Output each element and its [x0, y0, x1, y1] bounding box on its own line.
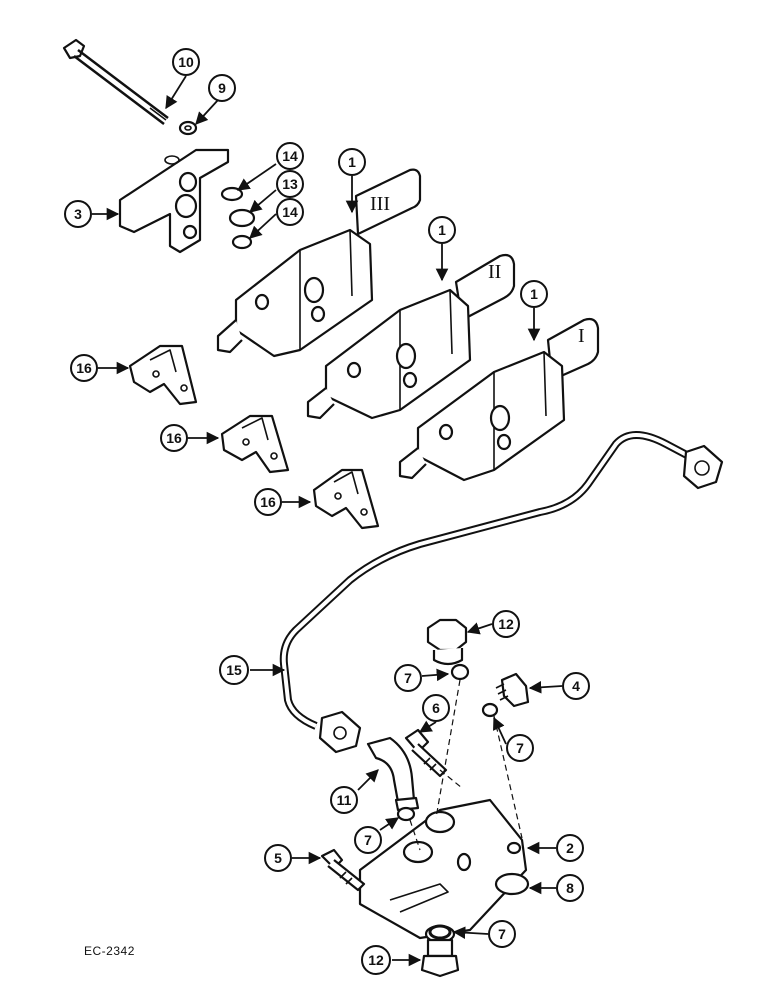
callout-3: 3	[64, 200, 92, 228]
tie-bolt	[62, 38, 169, 125]
callout-7-elbow: 7	[354, 826, 382, 854]
svg-text:4: 4	[572, 678, 580, 694]
svg-text:14: 14	[282, 204, 298, 220]
svg-text:11: 11	[337, 792, 352, 808]
adapter-fitting	[495, 672, 530, 708]
callout-16-b: 16	[160, 424, 188, 452]
elbow-fitting	[366, 736, 420, 812]
callout-7-plug: 7	[394, 664, 422, 692]
o-ring-large	[228, 208, 256, 228]
callout-1-ii: 1	[428, 216, 456, 244]
hydraulic-pipe	[279, 431, 724, 754]
svg-text:14: 14	[282, 148, 298, 164]
o-ring-small-bottom	[231, 234, 253, 250]
callout-14-top: 14	[276, 142, 304, 170]
callout-1-i: 1	[520, 280, 548, 308]
plug-bottom	[420, 938, 460, 978]
svg-text:5: 5	[274, 850, 282, 866]
figure-code: EC-2342	[84, 944, 135, 958]
o-ring-plug-top	[450, 663, 470, 681]
svg-text:16: 16	[76, 360, 92, 376]
svg-text:1: 1	[438, 222, 446, 238]
svg-text:7: 7	[364, 832, 372, 848]
nut	[178, 120, 198, 136]
clevis-bracket-1	[128, 344, 198, 406]
callout-1-iii: 1	[338, 148, 366, 176]
svg-text:16: 16	[260, 494, 276, 510]
callout-16-a: 16	[70, 354, 98, 382]
cap-screw-upper	[404, 728, 448, 778]
callout-10: 10	[172, 48, 200, 76]
roman-numeral-iii: III	[370, 193, 390, 215]
inlet-cover	[358, 798, 528, 944]
clevis-bracket-3	[312, 468, 380, 530]
svg-text:1: 1	[530, 286, 538, 302]
clevis-bracket-2	[220, 414, 290, 474]
roman-numeral-i: I	[578, 325, 585, 347]
callout-7-fitting: 7	[506, 734, 534, 762]
svg-text:7: 7	[404, 670, 412, 686]
svg-text:13: 13	[282, 176, 298, 192]
svg-text:12: 12	[498, 616, 514, 632]
o-ring-fitting	[481, 702, 499, 718]
o-ring-plug-bottom	[428, 924, 452, 940]
end-bracket	[118, 148, 230, 254]
svg-text:7: 7	[498, 926, 506, 942]
o-ring-large-cover	[494, 872, 530, 896]
callout-15: 15	[219, 655, 249, 685]
cap-screw-lower	[320, 848, 366, 892]
callout-5: 5	[264, 844, 292, 872]
valve-section-ii: II	[306, 253, 516, 420]
callout-2: 2	[556, 834, 584, 862]
roman-numeral-ii: II	[488, 261, 501, 283]
callout-16-c: 16	[254, 488, 282, 516]
callout-11: 11	[330, 786, 358, 814]
svg-text:6: 6	[432, 700, 440, 716]
assembly-lines	[409, 679, 523, 851]
leader-lines	[92, 75, 563, 967]
svg-text:2: 2	[566, 840, 574, 856]
callout-14-bottom: 14	[276, 198, 304, 226]
svg-text:8: 8	[566, 880, 574, 896]
svg-text:7: 7	[516, 740, 524, 756]
callout-9: 9	[208, 74, 236, 102]
svg-text:16: 16	[166, 430, 182, 446]
svg-text:12: 12	[368, 952, 384, 968]
callout-4: 4	[562, 672, 590, 700]
valve-section-iii: III	[216, 168, 422, 358]
callout-8: 8	[556, 874, 584, 902]
callout-7-plug-bottom: 7	[488, 920, 516, 948]
valve-section-i: I	[398, 317, 600, 482]
o-ring-small-top	[220, 186, 244, 202]
svg-text:1: 1	[348, 154, 356, 170]
svg-text:9: 9	[218, 80, 226, 96]
svg-text:3: 3	[74, 206, 82, 222]
svg-text:15: 15	[226, 662, 242, 678]
svg-text:10: 10	[178, 54, 194, 70]
callout-6: 6	[422, 694, 450, 722]
callout-13: 13	[276, 170, 304, 198]
callout-12-top: 12	[492, 610, 520, 638]
o-ring-elbow	[396, 806, 416, 822]
plug-top	[426, 618, 468, 666]
callout-12-bottom: 12	[361, 945, 391, 975]
